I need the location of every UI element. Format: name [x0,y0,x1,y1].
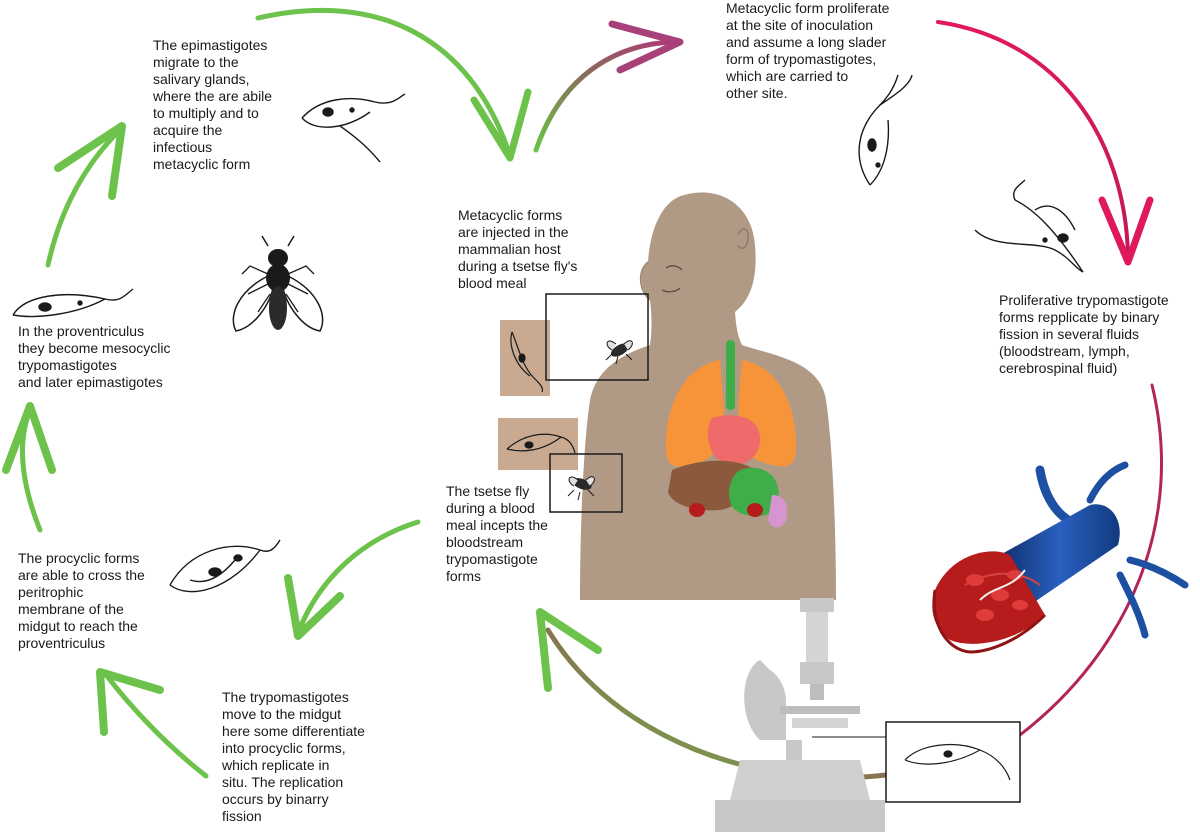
organ-intestine [768,495,788,528]
label-tsetse-meal: The tsetse fly during a blood meal incep… [446,483,548,584]
arrow-lower-left-green [96,668,209,779]
label-proventriculus: In the proventriculus they become mesocy… [18,323,171,390]
inset-bite-frame-upper [545,293,649,381]
arrow-left-upper-green [45,122,126,268]
trypanosome-icon [510,331,544,393]
arrow-bottom-gradient [536,608,889,781]
tsetse-fly-icon [567,476,595,501]
organ-stomach [728,467,779,517]
label-epimastigotes: The epimastigotes migrate to the salivar… [153,37,273,172]
arrow-right-lower [1018,383,1164,737]
arrow-right-pink [936,20,1154,266]
trypanosome-icon [974,179,1084,273]
inset-bite-frame-lower [549,453,623,513]
label-proliferative: Proliferative trypomastigote forms reppl… [999,292,1169,376]
organ-heart [707,415,761,465]
arrow-center-green [284,519,421,640]
organ-trachea [726,340,735,410]
blood-vessel-icon [932,461,1189,654]
organ-kidney [689,503,705,517]
trypanosome-icon [506,433,576,454]
arrow-top-green [255,7,532,162]
trypanosome-icon [12,288,134,318]
microscope-view-frame [885,721,1021,803]
trypanosome-icon [169,539,281,593]
inset-trypanosome-lower [498,418,578,470]
label-metacyclic-injected: Metacyclic forms are injected in the mam… [458,207,578,291]
label-metacyclic-proliferate: Metacyclic form proliferate at the site … [726,0,890,101]
trypanosome-icon [301,93,406,163]
trypanosome-icon [858,74,913,186]
trypanosome-icon [904,743,1011,781]
microscope-icon [715,598,886,832]
organ-kidney [747,503,763,517]
arrow-top-gradient [533,20,684,153]
tsetse-fly-icon [232,235,324,332]
tsetse-fly-icon [605,340,633,365]
arrow-left-lower-green [2,402,56,533]
label-midgut: The trypomastigotes move to the midgut h… [222,689,365,824]
label-procyclic: The procyclic forms are able to cross th… [18,550,145,651]
